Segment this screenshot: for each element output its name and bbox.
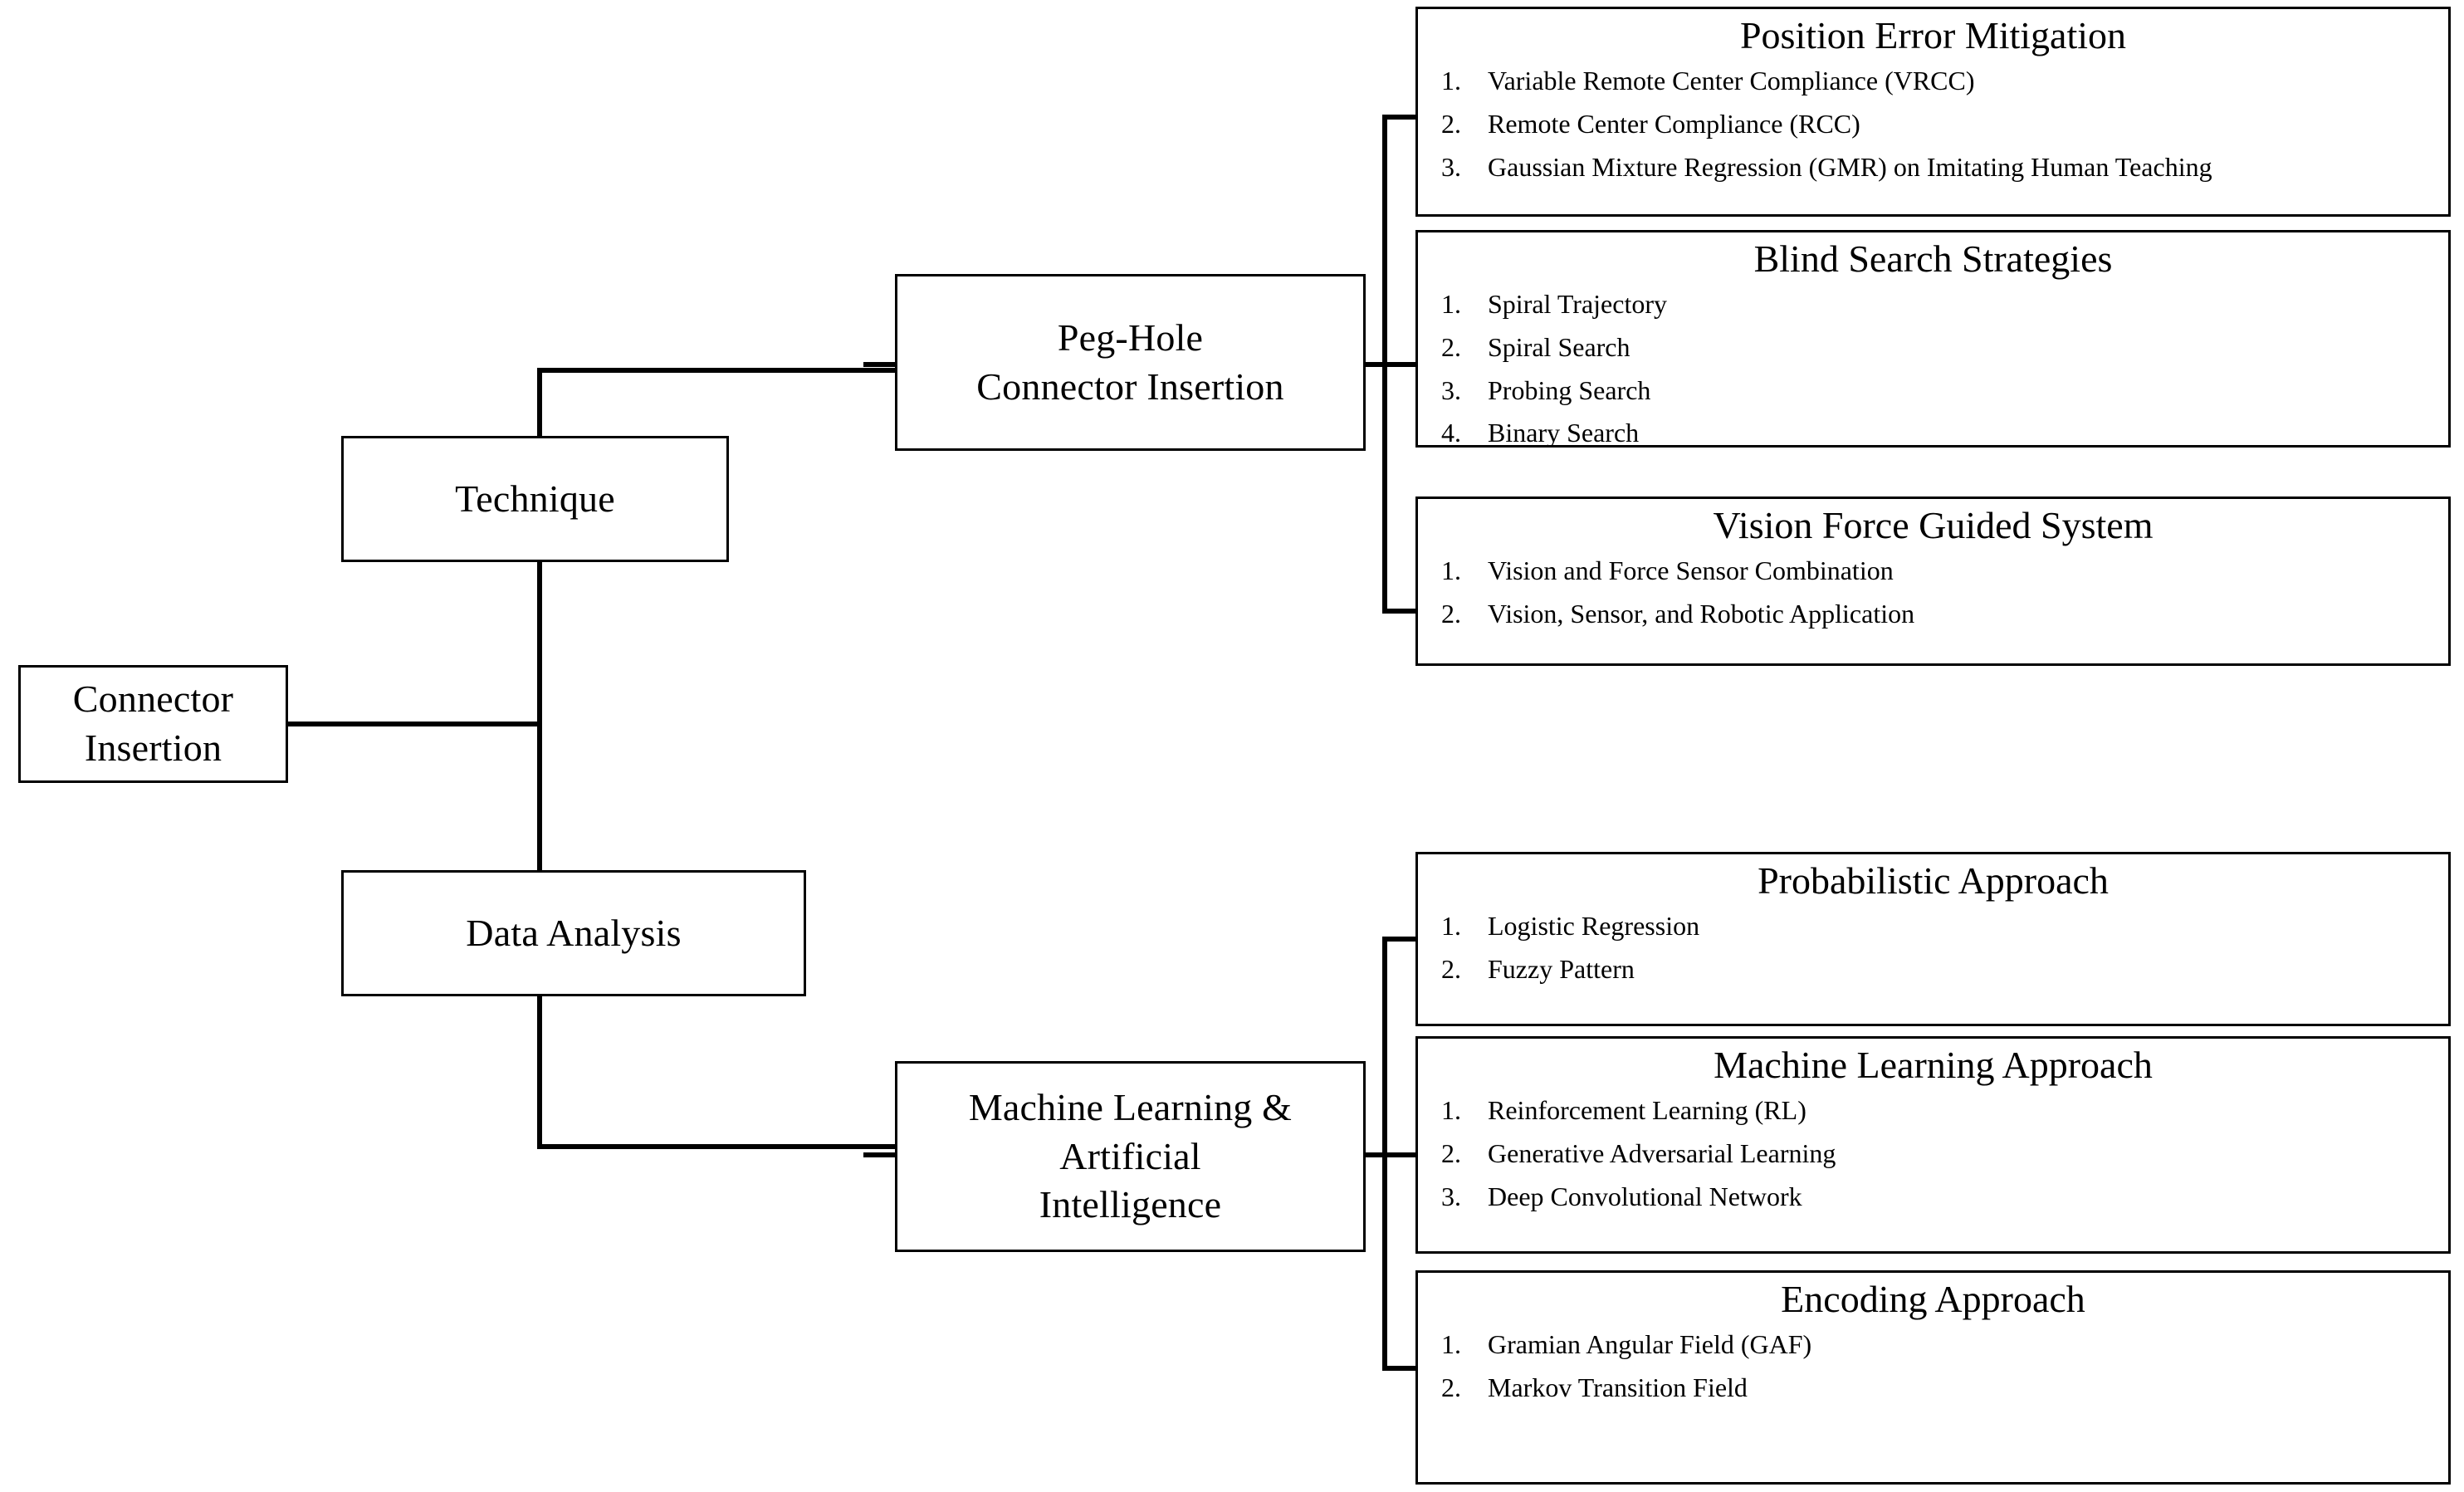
list-item-text: Gaussian Mixture Regression (GMR) on Imi… [1488,151,2212,182]
leafbox-title: Position Error Mitigation [1739,14,2127,56]
list-item: 2. Markov Transition Field [1418,1367,2448,1410]
list-item: 2. Vision, Sensor, and Robotic Applicati… [1418,593,2448,636]
list-item-text: Deep Convolutional Network [1488,1181,1802,1211]
list-item: 2. Generative Adversarial Learning [1418,1132,2448,1176]
leafbox-title: Vision Force Guided System [1713,504,2154,546]
node-machine-learning-ai[interactable]: Machine Learning & Artificial Intelligen… [895,1061,1366,1252]
connector-stub-mlai-left [863,1152,902,1157]
list-item: 3. Gaussian Mixture Regression (GMR) on … [1418,146,2448,189]
list-item-text: Variable Remote Center Compliance (VRCC) [1488,65,1975,95]
list-item-number: 1. [1441,288,1461,319]
leafbox-vision-force-guided-system[interactable]: Vision Force Guided System 1. Vision and… [1415,497,2451,666]
node-machine-learning-ai-label: Machine Learning & Artificial Intelligen… [968,1085,1293,1226]
list-item: 1. Reinforcement Learning (RL) [1418,1089,2448,1132]
node-connector-insertion-label: Connector Insertion [72,678,234,769]
connector-bracket-top-3 [1382,609,1419,614]
list-item-number: 3. [1441,151,1461,182]
node-technique[interactable]: Technique [341,436,729,562]
connector-technique-to-peghole-top [537,368,998,373]
node-peg-hole-connector-insertion[interactable]: Peg-Hole Connector Insertion [895,274,1366,451]
list-item-text: Spiral Search [1488,331,1630,362]
connector-bracket-bottom-3 [1382,1366,1419,1371]
list-item-text: Vision, Sensor, and Robotic Application [1488,598,1915,629]
list-item-number: 2. [1441,108,1461,139]
leafbox-title: Encoding Approach [1781,1278,2085,1320]
node-technique-label: Technique [455,477,615,520]
leafbox-encoding-approach[interactable]: Encoding Approach 1. Gramian Angular Fie… [1415,1270,2451,1485]
leaf-list: 1. Gramian Angular Field (GAF) 2. Markov… [1418,1323,2448,1410]
connector-bracket-bottom-2 [1382,1152,1419,1157]
list-item-number: 3. [1441,1181,1461,1211]
connector-bracket-top-2 [1382,362,1419,367]
leafbox-title: Blind Search Strategies [1753,237,2113,280]
list-item-number: 2. [1441,1372,1461,1402]
leafbox-title: Machine Learning Approach [1714,1044,2153,1086]
list-item-text: Fuzzy Pattern [1488,953,1635,984]
list-item: 1. Spiral Trajectory [1418,283,2448,326]
leaf-list: 1. Spiral Trajectory 2. Spiral Search 3.… [1418,283,2448,455]
leaf-list: 1. Logistic Regression 2. Fuzzy Pattern [1418,905,2448,991]
leafbox-machine-learning-approach[interactable]: Machine Learning Approach 1. Reinforceme… [1415,1036,2451,1254]
list-item-text: Reinforcement Learning (RL) [1488,1094,1806,1125]
list-item: 3. Deep Convolutional Network [1418,1176,2448,1219]
list-item-number: 1. [1441,1328,1461,1359]
list-item: 2. Remote Center Compliance (RCC) [1418,103,2448,146]
list-item: 3. Probing Search [1418,369,2448,413]
list-item-text: Logistic Regression [1488,910,1700,941]
list-item-number: 1. [1441,65,1461,95]
list-item-number: 2. [1441,331,1461,362]
list-item: 1. Gramian Angular Field (GAF) [1418,1323,2448,1367]
list-item-text: Gramian Angular Field (GAF) [1488,1328,1812,1359]
list-item: 2. Fuzzy Pattern [1418,948,2448,991]
list-item: 2. Spiral Search [1418,326,2448,369]
list-item-number: 1. [1441,1094,1461,1125]
node-peg-hole-label: Peg-Hole Connector Insertion [976,316,1284,408]
list-item-text: Probing Search [1488,374,1651,405]
node-data-analysis-label: Data Analysis [466,911,682,954]
leaf-list: 1. Reinforcement Learning (RL) 2. Genera… [1418,1089,2448,1218]
list-item-number: 2. [1441,953,1461,984]
list-item-number: 1. [1441,555,1461,585]
connector-dataanalysis-to-mlai [537,1144,902,1149]
connector-main-spine [537,369,542,1147]
list-item-number: 2. [1441,1137,1461,1168]
list-item: 1. Variable Remote Center Compliance (VR… [1418,60,2448,103]
node-data-analysis[interactable]: Data Analysis [341,870,806,996]
leaf-list: 1. Variable Remote Center Compliance (VR… [1418,60,2448,188]
list-item-text: Markov Transition Field [1488,1372,1748,1402]
leaf-list: 1. Vision and Force Sensor Combination 2… [1418,550,2448,636]
list-item-text: Vision and Force Sensor Combination [1488,555,1894,585]
list-item-text: Remote Center Compliance (RCC) [1488,108,1860,139]
list-item-number: 4. [1441,418,1461,448]
list-item: 4. Binary Search [1418,412,2448,455]
list-item: 1. Logistic Regression [1418,905,2448,948]
connector-stub-peghole-left [863,362,897,367]
leafbox-title: Probabilistic Approach [1758,859,2109,902]
connector-bracket-bottom-1 [1382,937,1419,942]
connector-bracket-top-1 [1382,115,1419,120]
list-item-text: Generative Adversarial Learning [1488,1137,1836,1168]
list-item-number: 1. [1441,910,1461,941]
list-item: 1. Vision and Force Sensor Combination [1418,550,2448,593]
connector-root-to-spine [286,722,540,726]
node-connector-insertion[interactable]: Connector Insertion [18,665,288,783]
leafbox-position-error-mitigation[interactable]: Position Error Mitigation 1. Variable Re… [1415,7,2451,217]
list-item-text: Spiral Trajectory [1488,288,1667,319]
leafbox-probabilistic-approach[interactable]: Probabilistic Approach 1. Logistic Regre… [1415,852,2451,1026]
list-item-number: 2. [1441,598,1461,629]
list-item-number: 3. [1441,374,1461,405]
leafbox-blind-search-strategies[interactable]: Blind Search Strategies 1. Spiral Trajec… [1415,230,2451,448]
list-item-text: Binary Search [1488,418,1640,448]
